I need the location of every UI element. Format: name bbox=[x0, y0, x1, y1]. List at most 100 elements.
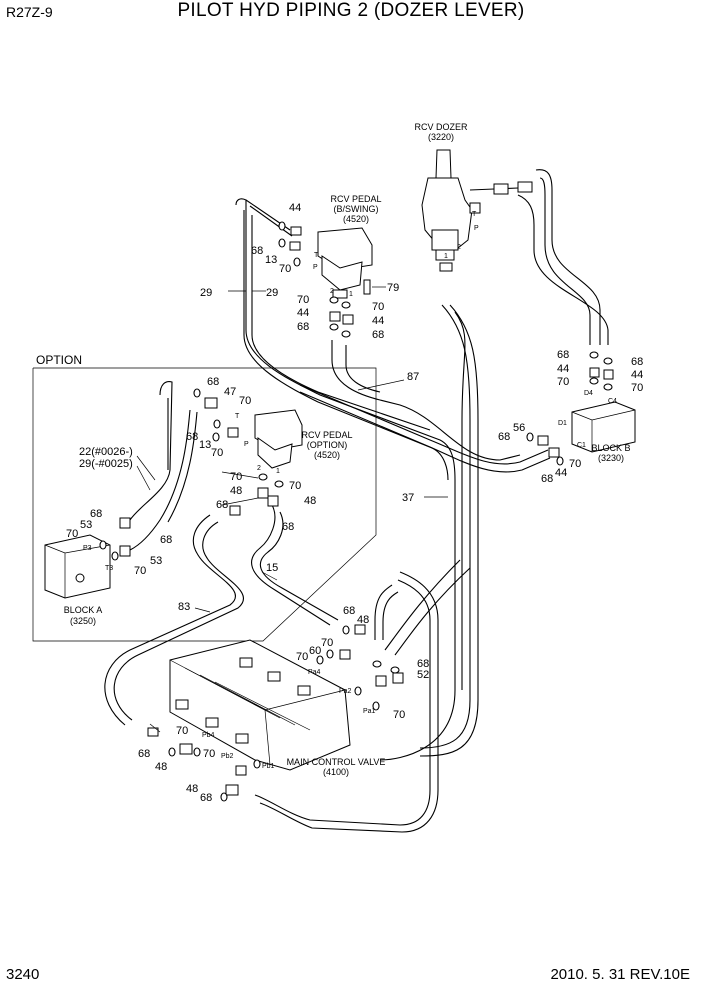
callout: 68 bbox=[207, 376, 219, 388]
block-a-name: BLOCK A bbox=[64, 605, 103, 615]
callout: 37 bbox=[402, 492, 414, 504]
port-label: Pb4 bbox=[202, 732, 215, 739]
port-label: T bbox=[314, 252, 319, 259]
port-label: P bbox=[474, 225, 479, 232]
callout: 70 bbox=[203, 748, 215, 760]
port-label: 2 bbox=[330, 288, 334, 295]
callout: 70 bbox=[66, 528, 78, 540]
leader-lines bbox=[136, 286, 448, 733]
callout: 44 bbox=[631, 369, 643, 381]
rcv-dozer-name: RCV DOZER bbox=[414, 122, 468, 132]
port-label: T bbox=[235, 413, 240, 420]
callout: 70 bbox=[569, 458, 581, 470]
callout: 68 bbox=[557, 349, 569, 361]
port-label: 2 bbox=[257, 465, 261, 472]
option-label: OPTION bbox=[36, 353, 82, 367]
callout: 70 bbox=[134, 565, 146, 577]
port-label: D1 bbox=[558, 420, 567, 427]
mcv-code: (4100) bbox=[323, 767, 349, 777]
block-b-code: (3230) bbox=[598, 453, 624, 463]
callout: 70 bbox=[230, 471, 242, 483]
port-label: Pa2 bbox=[339, 688, 352, 695]
rcv-pedal-bswing-code: (4520) bbox=[343, 214, 369, 224]
block-a-code: (3250) bbox=[70, 616, 96, 626]
port-labels: T 2 1 P T P 2 1 T P 2 1 P3 T3 D4 C4 D1 C… bbox=[83, 211, 617, 770]
mcv-name: MAIN CONTROL VALVE bbox=[287, 757, 386, 767]
revision-date: 2010. 5. 31 REV.10E bbox=[550, 966, 690, 983]
callout: 47 bbox=[224, 386, 236, 398]
callout: 68 bbox=[282, 521, 294, 533]
callout: 70 bbox=[372, 301, 384, 313]
callout: 70 bbox=[321, 637, 333, 649]
callout: 68 bbox=[498, 431, 510, 443]
callout: 68 bbox=[186, 431, 198, 443]
callout: 70 bbox=[631, 382, 643, 394]
rcv-dozer-code: (3220) bbox=[428, 132, 454, 142]
port-label: 1 bbox=[349, 291, 353, 298]
callout: 70 bbox=[393, 709, 405, 721]
port-label: C4 bbox=[608, 398, 617, 405]
port-label: Pb1 bbox=[262, 763, 275, 770]
callout: 68 bbox=[90, 508, 102, 520]
callout: 70 bbox=[289, 480, 301, 492]
callout: 48 bbox=[155, 761, 167, 773]
fittings bbox=[119, 226, 614, 796]
callout-labels: 44 68 13 70 29 29 79 70 70 44 44 68 68 8… bbox=[66, 202, 643, 804]
rcv-pedal-bswing: RCV PEDAL (B/SWING) (4520) bbox=[317, 194, 382, 299]
port-label: Pa4 bbox=[308, 669, 321, 676]
page-number: 3240 bbox=[6, 966, 40, 983]
port-label: Pa1 bbox=[363, 708, 376, 715]
port-label: 1 bbox=[276, 468, 280, 475]
callout: 44 bbox=[557, 363, 569, 375]
port-label: Pb2 bbox=[221, 753, 234, 760]
callout: 68 bbox=[200, 792, 212, 804]
callout: 68 bbox=[216, 499, 228, 511]
callout: 52 bbox=[417, 669, 429, 681]
block-b-name: BLOCK B bbox=[591, 443, 630, 453]
callout: 68 bbox=[631, 356, 643, 368]
callout: 70 bbox=[297, 294, 309, 306]
callout: 68 bbox=[251, 245, 263, 257]
callout: 29(-#0025) bbox=[79, 458, 133, 470]
callout: 13 bbox=[265, 254, 277, 266]
callout: 87 bbox=[407, 371, 419, 383]
block-b: BLOCK B (3230) bbox=[571, 401, 636, 463]
callout: 53 bbox=[80, 519, 92, 531]
callout: 44 bbox=[289, 202, 301, 214]
callout: 13 bbox=[199, 439, 211, 451]
callout: 70 bbox=[176, 725, 188, 737]
callout: 44 bbox=[297, 307, 309, 319]
page-title: PILOT HYD PIPING 2 (DOZER LEVER) bbox=[177, 0, 525, 21]
callout: 56 bbox=[513, 422, 525, 434]
callout: 68 bbox=[138, 748, 150, 760]
rcv-pedal-option-sub: (OPTION) bbox=[307, 440, 348, 450]
callout: 22(#0026-) bbox=[79, 446, 133, 458]
port-label: T3 bbox=[105, 565, 113, 572]
callout: 68 bbox=[417, 658, 429, 670]
callout: 83 bbox=[178, 601, 190, 613]
rcv-pedal-option-code: (4520) bbox=[314, 450, 340, 460]
rcv-pedal-option-name: RCV PEDAL bbox=[301, 430, 352, 440]
callout: 15 bbox=[266, 562, 278, 574]
callout: 48 bbox=[357, 614, 369, 626]
port-label: P bbox=[313, 264, 318, 271]
rcv-pedal-option: RCV PEDAL (OPTION) (4520) bbox=[254, 409, 353, 469]
port-label: P bbox=[244, 441, 249, 448]
callout: 60 bbox=[309, 645, 321, 657]
callout: 48 bbox=[304, 495, 316, 507]
callout: 68 bbox=[541, 473, 553, 485]
callout: 70 bbox=[557, 376, 569, 388]
callout: 68 bbox=[343, 605, 355, 617]
option-outline: OPTION bbox=[32, 353, 377, 642]
model-code: R27Z-9 bbox=[6, 4, 53, 20]
rcv-pedal-bswing-sub: (B/SWING) bbox=[334, 204, 379, 214]
port-label: D4 bbox=[584, 390, 593, 397]
callout: 70 bbox=[211, 447, 223, 459]
callout: 48 bbox=[186, 783, 198, 795]
rcv-dozer: RCV DOZER (3220) bbox=[414, 122, 533, 272]
block-a: BLOCK A (3250) bbox=[44, 534, 111, 626]
port-label: P3 bbox=[83, 545, 92, 552]
callout: 29 bbox=[266, 287, 278, 299]
port-label: 2 bbox=[457, 244, 461, 251]
